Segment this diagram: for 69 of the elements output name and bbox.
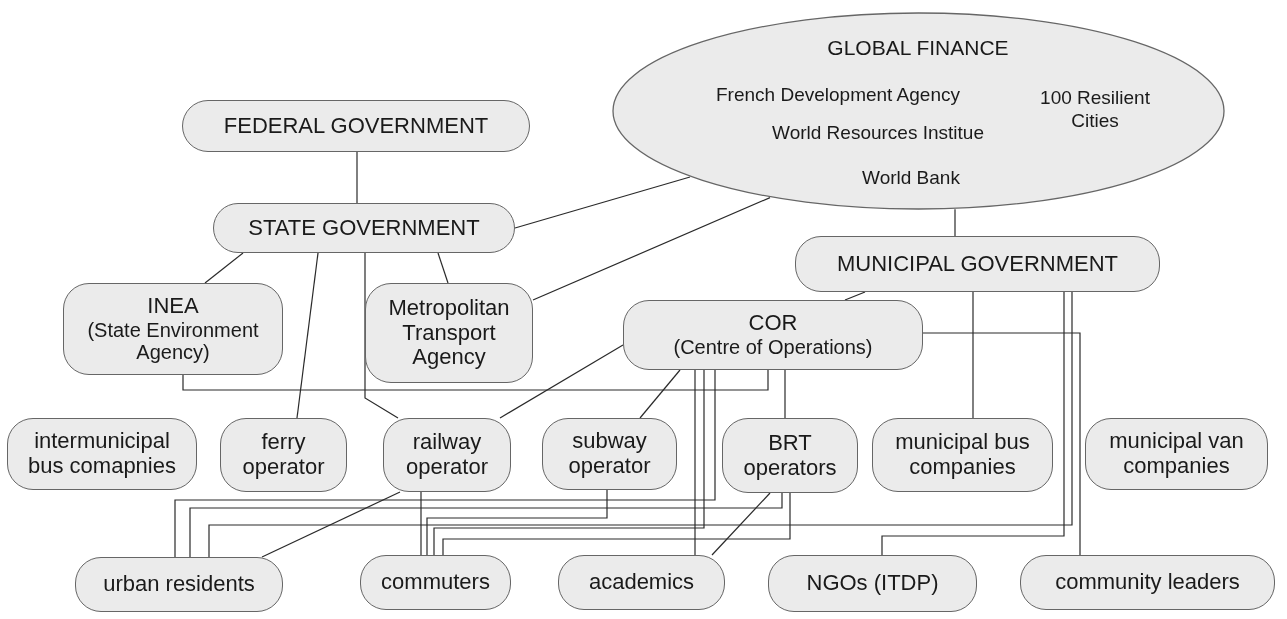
- connector-line: [356, 151, 358, 204]
- rounded-box: [220, 418, 347, 492]
- node-subtitle: (Centre of Operations): [672, 336, 874, 359]
- rounded-box: [383, 418, 511, 492]
- rounded-box: [360, 555, 511, 610]
- connector-line: [433, 369, 705, 556]
- node-label: commuters: [380, 570, 491, 595]
- node-label: subway operator: [567, 429, 652, 479]
- node-label: BRT operators: [742, 430, 838, 481]
- connector-line: [532, 197, 771, 301]
- node-label: INEA: [146, 294, 200, 319]
- node-label: municipal van companies: [1108, 429, 1245, 479]
- rounded-box: [558, 555, 725, 610]
- connector-line: [514, 176, 691, 229]
- node-label: NGOs (ITDP): [805, 571, 940, 596]
- connector-line: [972, 291, 974, 419]
- rounded-box: [182, 100, 530, 152]
- node-label: Metropolitan Transport Agency: [387, 296, 511, 370]
- connector-line: [442, 492, 791, 556]
- node-label: MUNICIPAL GOVERNMENT: [835, 251, 1120, 277]
- connector-line: [364, 252, 399, 419]
- connector-line: [499, 344, 624, 419]
- node-label: 100 Resilient Cities: [1039, 87, 1151, 133]
- node-label: STATE GOVERNMENT: [247, 215, 481, 241]
- rounded-box: [722, 418, 858, 493]
- node-label: intermunicipal bus comapnies: [27, 429, 177, 479]
- connector-line: [174, 369, 716, 558]
- rounded-box: [872, 418, 1053, 492]
- rounded-box: [542, 418, 677, 490]
- connector-line: [426, 489, 608, 556]
- node-label: railway operator: [405, 430, 489, 480]
- connector-line: [954, 208, 956, 237]
- connector-line: [881, 291, 1065, 556]
- rounded-box: [75, 557, 283, 612]
- connector-line: [261, 491, 401, 558]
- connector-line: [437, 252, 449, 284]
- rounded-box: [1085, 418, 1268, 490]
- node-label: urban residents: [102, 572, 256, 597]
- node-title: GLOBAL FINANCE: [827, 35, 1009, 61]
- rounded-box: [213, 203, 515, 253]
- node-label: French Development Agency: [716, 83, 960, 107]
- node-label: FEDERAL GOVERNMENT: [222, 113, 490, 139]
- connector-line: [844, 291, 866, 301]
- node-label: World Bank: [862, 166, 960, 190]
- rounded-box: [795, 236, 1160, 292]
- rounded-box: [768, 555, 977, 612]
- node-label: COR: [747, 311, 799, 337]
- node-label: academics: [587, 570, 696, 595]
- rounded-box: [1020, 555, 1275, 610]
- rounded-box: [63, 283, 283, 375]
- connector-line: [639, 369, 681, 419]
- connector-line: [420, 491, 422, 556]
- connector-line: [296, 252, 319, 419]
- connector-line: [694, 369, 696, 556]
- rounded-box: [623, 300, 923, 370]
- connector-line: [204, 252, 244, 284]
- rounded-box: [365, 283, 533, 383]
- rounded-box: [7, 418, 197, 490]
- connector-line: [784, 369, 786, 419]
- node-subtitle: (State Environment Agency): [86, 318, 260, 364]
- connector-line: [182, 369, 769, 391]
- connector-line: [922, 332, 1081, 556]
- node-label: municipal bus companies: [894, 430, 1031, 480]
- connector-line: [208, 291, 1073, 558]
- node-label: community leaders: [1054, 570, 1241, 595]
- node-label: ferry operator: [241, 430, 326, 480]
- node-label: World Resources Institue: [772, 121, 984, 145]
- connector-line: [711, 492, 771, 556]
- connector-line: [189, 492, 783, 558]
